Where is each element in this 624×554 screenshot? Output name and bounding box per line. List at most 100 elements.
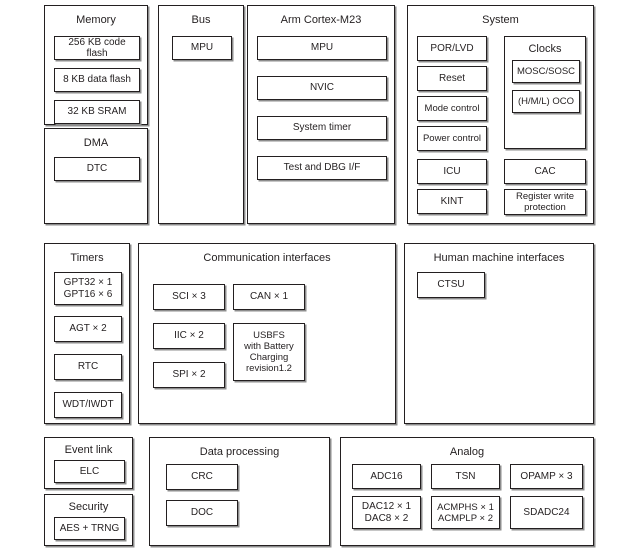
block-label: Mode control (424, 103, 480, 114)
block-label: 256 KB code flash (68, 36, 126, 60)
block-label: USBFS with Battery Charging revision1.2 (244, 330, 294, 374)
block-label: CAN × 1 (249, 291, 289, 303)
block-label: OPAMP × 3 (520, 470, 573, 482)
block-label: AGT × 2 (69, 323, 107, 335)
group-system: System POR/LVD Reset Mode control Power … (407, 5, 594, 224)
block-system-timer[interactable]: System timer (257, 116, 387, 140)
group-title-memory: Memory (76, 14, 116, 26)
group-cpu: Arm Cortex-M23 MPU NVIC System timer Tes… (247, 5, 395, 224)
block-label: DAC12 × 1 DAC8 × 2 (361, 501, 412, 524)
block-agt[interactable]: AGT × 2 (54, 316, 122, 342)
block-label: ICU (443, 165, 461, 177)
block-label: 8 KB data flash (63, 74, 131, 86)
block-data-flash[interactable]: 8 KB data flash (54, 68, 140, 92)
block-icu[interactable]: ICU (417, 159, 487, 184)
group-title-data-processing: Data processing (199, 446, 280, 458)
block-label: RTC (77, 361, 99, 373)
group-title-cpu: Arm Cortex-M23 (280, 14, 362, 26)
block-crc[interactable]: CRC (166, 464, 238, 490)
block-label: SPI × 2 (172, 369, 206, 381)
group-title-system: System (482, 14, 519, 26)
block-cac[interactable]: CAC (504, 159, 586, 184)
group-communication-interfaces: Communication interfaces SCI × 3 IIC × 2… (138, 243, 396, 424)
group-title-communication-interfaces: Communication interfaces (203, 252, 331, 264)
block-label: CRC (191, 471, 213, 483)
block-label: Power control (422, 133, 482, 144)
block-label: ELC (79, 465, 100, 477)
group-title-dma: DMA (83, 137, 109, 149)
block-wdt-iwdt[interactable]: WDT/IWDT (54, 392, 122, 418)
block-code-flash[interactable]: 256 KB code flash (54, 36, 140, 60)
group-security: Security AES + TRNG (44, 494, 133, 546)
block-aes-trng[interactable]: AES + TRNG (54, 517, 125, 540)
block-dac[interactable]: DAC12 × 1 DAC8 × 2 (352, 496, 421, 529)
block-spi[interactable]: SPI × 2 (153, 362, 225, 388)
block-label: TSN (455, 470, 476, 482)
block-dtc[interactable]: DTC (54, 157, 140, 181)
block-label: MPU (190, 42, 214, 54)
group-title-analog: Analog (449, 446, 485, 458)
block-label: MPU (310, 42, 334, 54)
block-kint[interactable]: KINT (417, 189, 487, 214)
group-title-human-machine-interfaces: Human machine interfaces (433, 252, 565, 264)
block-label: ACMPHS × 1 ACMPLP × 2 (437, 501, 494, 524)
block-sram[interactable]: 32 KB SRAM (54, 100, 140, 124)
block-ctsu[interactable]: CTSU (417, 272, 485, 298)
block-label: KINT (440, 195, 464, 207)
block-label: MOSC/SOSC (516, 66, 576, 77)
block-label: NVIC (310, 82, 334, 94)
block-label: Reset (438, 72, 466, 84)
block-rtc[interactable]: RTC (54, 354, 122, 380)
block-usbfs[interactable]: USBFS with Battery Charging revision1.2 (233, 323, 305, 381)
subgroup-clocks: Clocks MOSC/SOSC (H/M/L) OCO (504, 36, 586, 149)
block-doc[interactable]: DOC (166, 500, 238, 526)
group-bus: Bus MPU (158, 5, 244, 224)
group-memory: Memory 256 KB code flash 8 KB data flash… (44, 5, 148, 125)
block-tsn[interactable]: TSN (431, 464, 500, 489)
group-title-event-link: Event link (64, 444, 113, 456)
group-event-link: Event link ELC (44, 437, 133, 489)
block-label: SCI × 3 (172, 291, 206, 303)
group-dma: DMA DTC (44, 128, 148, 224)
block-label: GPT32 × 1 GPT16 × 6 (63, 277, 113, 300)
block-mosc-sosc[interactable]: MOSC/SOSC (512, 60, 580, 83)
block-label: DOC (190, 507, 214, 519)
group-title-timers: Timers (70, 252, 104, 264)
group-title-security: Security (68, 501, 109, 513)
block-bus-mpu[interactable]: MPU (172, 36, 232, 60)
block-label: SDADC24 (523, 506, 570, 518)
block-por-lvd[interactable]: POR/LVD (417, 36, 487, 61)
block-label: System timer (292, 122, 352, 134)
block-test-dbg-if[interactable]: Test and DBG I/F (257, 156, 387, 180)
block-iic[interactable]: IIC × 2 (153, 323, 225, 349)
block-register-write-protection[interactable]: Register write protection (504, 189, 586, 215)
block-elc[interactable]: ELC (54, 460, 125, 483)
block-adc16[interactable]: ADC16 (352, 464, 421, 489)
block-label: Test and DBG I/F (283, 162, 361, 174)
block-nvic[interactable]: NVIC (257, 76, 387, 100)
block-sdadc24[interactable]: SDADC24 (510, 496, 583, 529)
block-label: CTSU (437, 279, 465, 291)
block-label: DTC (86, 163, 108, 175)
block-reset[interactable]: Reset (417, 66, 487, 91)
block-label: POR/LVD (430, 42, 474, 54)
subgroup-title-clocks: Clocks (528, 43, 562, 55)
block-can[interactable]: CAN × 1 (233, 284, 305, 310)
block-label: IIC × 2 (174, 330, 204, 342)
group-title-bus: Bus (191, 14, 211, 26)
group-timers: Timers GPT32 × 1 GPT16 × 6 AGT × 2 RTC W… (44, 243, 130, 424)
block-acmp[interactable]: ACMPHS × 1 ACMPLP × 2 (431, 496, 500, 529)
block-hml-oco[interactable]: (H/M/L) OCO (512, 90, 580, 113)
block-gpt[interactable]: GPT32 × 1 GPT16 × 6 (54, 272, 122, 305)
block-label: ADC16 (370, 470, 403, 482)
group-analog: Analog ADC16 TSN OPAMP × 3 DAC12 × 1 DAC… (340, 437, 594, 546)
block-power-control[interactable]: Power control (417, 126, 487, 151)
block-opamp[interactable]: OPAMP × 3 (510, 464, 583, 489)
group-data-processing: Data processing CRC DOC (149, 437, 330, 546)
block-sci[interactable]: SCI × 3 (153, 284, 225, 310)
block-label: Register write protection (515, 191, 575, 213)
block-cpu-mpu[interactable]: MPU (257, 36, 387, 60)
block-mode-control[interactable]: Mode control (417, 96, 487, 121)
block-label: 32 KB SRAM (67, 106, 127, 118)
block-label: AES + TRNG (59, 522, 120, 534)
